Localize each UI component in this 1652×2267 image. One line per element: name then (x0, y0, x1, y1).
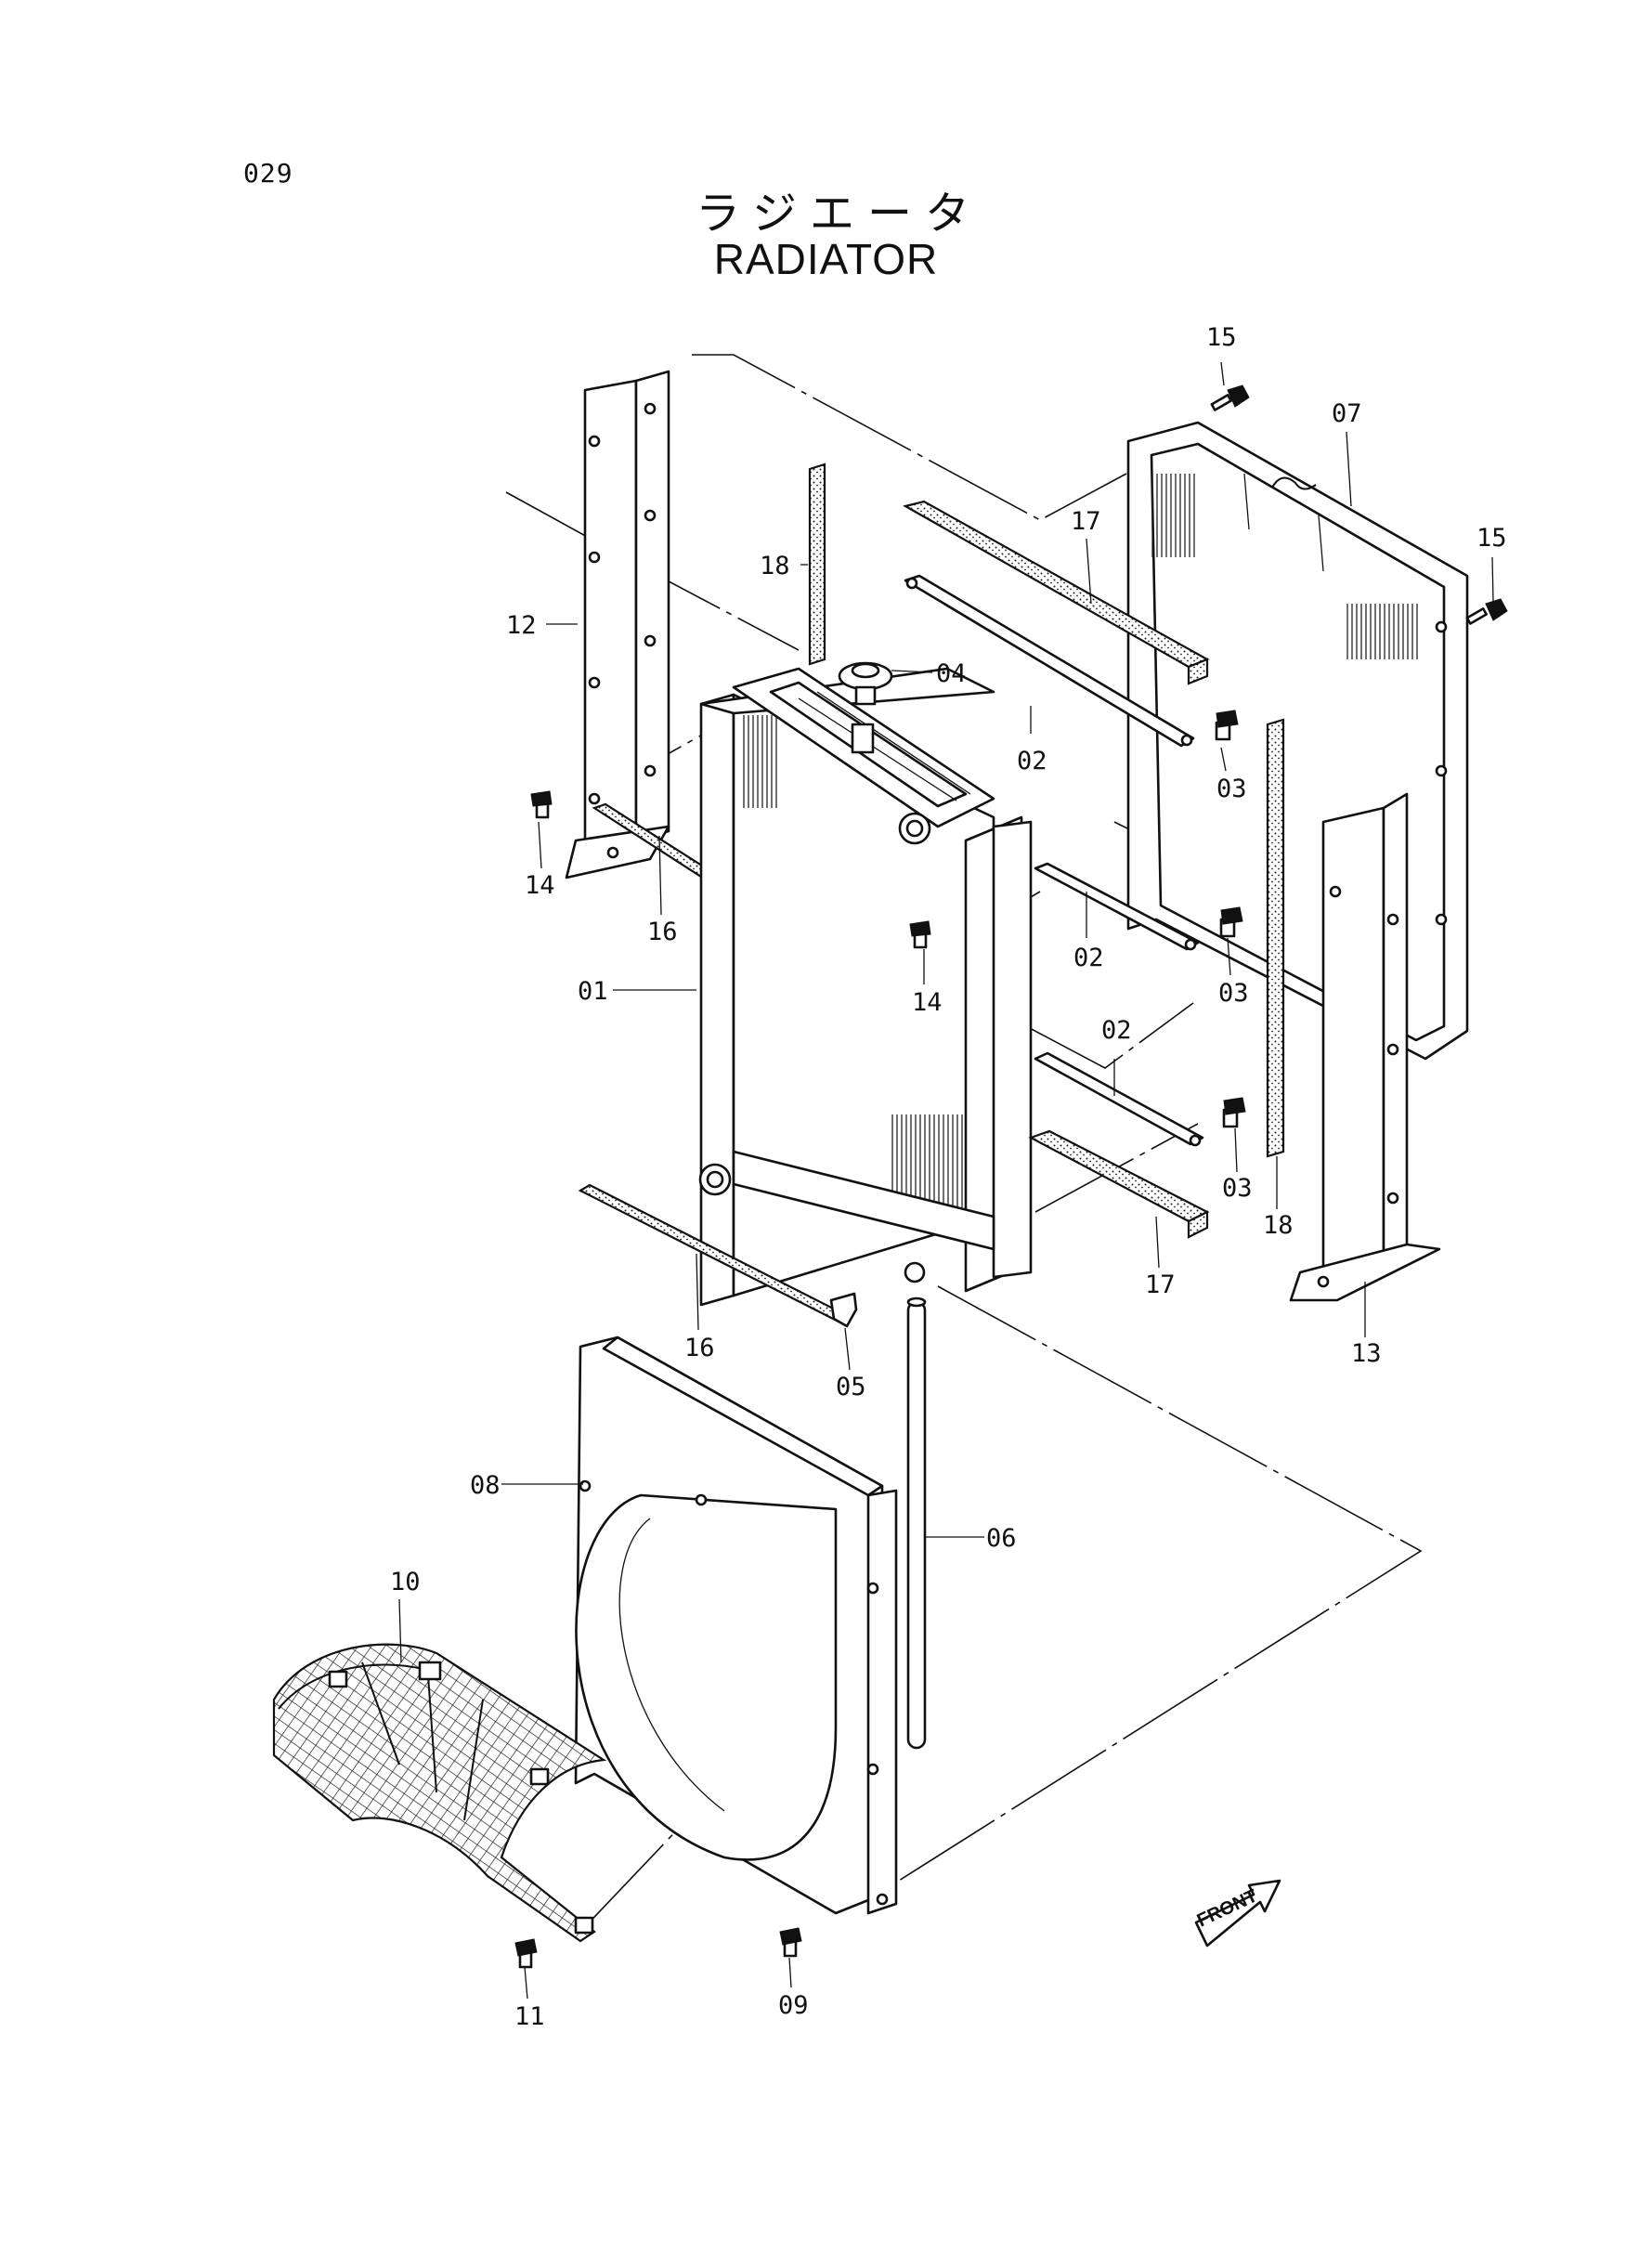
callout-02-top: 02 (1017, 747, 1047, 775)
callout-15-right: 15 (1476, 524, 1507, 553)
bolt-11 (514, 1938, 538, 1969)
callout-01: 01 (578, 977, 608, 1006)
callout-14-left: 14 (525, 871, 555, 900)
bolt-14-center (909, 920, 931, 949)
bolt-03-middle (1219, 906, 1243, 938)
callout-18-left: 18 (760, 552, 790, 580)
callout-13: 13 (1351, 1339, 1382, 1368)
left-support-bracket (565, 370, 670, 879)
callout-16-lower: 16 (684, 1334, 715, 1362)
bolt-09 (779, 1927, 802, 1958)
callout-02-middle: 02 (1073, 944, 1104, 972)
callout-05: 05 (836, 1373, 866, 1401)
callout-18-right: 18 (1263, 1211, 1294, 1240)
fan-guard (272, 1643, 607, 1943)
callout-11: 11 (514, 2002, 545, 2031)
bolt-15-top (1210, 384, 1250, 411)
bolt-03-bottom (1222, 1097, 1246, 1128)
seal-strip-vertical-right (1266, 718, 1285, 1158)
bolt-03-top (1215, 710, 1239, 741)
callout-17-lower: 17 (1145, 1270, 1176, 1299)
callout-03-bottom: 03 (1222, 1174, 1253, 1203)
stay-rod-bottom (1034, 1051, 1204, 1147)
right-support-bracket (1289, 792, 1441, 1302)
callout-04: 04 (936, 659, 967, 688)
callout-10: 10 (390, 1568, 421, 1596)
leader-lines (398, 361, 1494, 2000)
callout-09: 09 (778, 1991, 809, 2020)
radiator-cap (838, 661, 893, 706)
callout-06: 06 (986, 1524, 1017, 1553)
overflow-hose (904, 1261, 927, 1750)
callout-03-top: 03 (1216, 775, 1247, 803)
front-direction-marker: FRONT (1194, 1879, 1281, 1948)
drain-cock (829, 1292, 858, 1328)
cushion-block-lower (1028, 1129, 1210, 1239)
callout-12: 12 (506, 611, 537, 640)
callout-08: 08 (470, 1471, 501, 1500)
callout-14-center: 14 (912, 988, 943, 1017)
callout-03-middle: 03 (1218, 979, 1249, 1008)
fan-shroud (574, 1335, 898, 1915)
callout-17-upper: 17 (1071, 507, 1101, 536)
callout-16-upper: 16 (647, 918, 678, 946)
callout-02-bottom: 02 (1101, 1016, 1132, 1045)
callout-07: 07 (1332, 399, 1362, 428)
front-arrow-icon (1194, 1879, 1281, 1948)
seal-strip-vertical-left (808, 463, 826, 666)
title-english: RADIATOR (713, 235, 939, 283)
callout-labels: 15 07 15 17 18 12 04 02 03 14 16 01 02 0… (390, 323, 1507, 2031)
radiator-core (698, 667, 1033, 1307)
stay-rod-middle (1034, 862, 1200, 951)
bolt-15-right (1465, 598, 1508, 625)
bolt-14-left (530, 790, 553, 819)
cushion-block-upper (903, 500, 1210, 685)
stay-rod-top (904, 574, 1195, 748)
callout-15-top: 15 (1206, 323, 1237, 352)
page-number: 029 (243, 158, 293, 189)
title-japanese: ラジエータ (695, 188, 983, 240)
